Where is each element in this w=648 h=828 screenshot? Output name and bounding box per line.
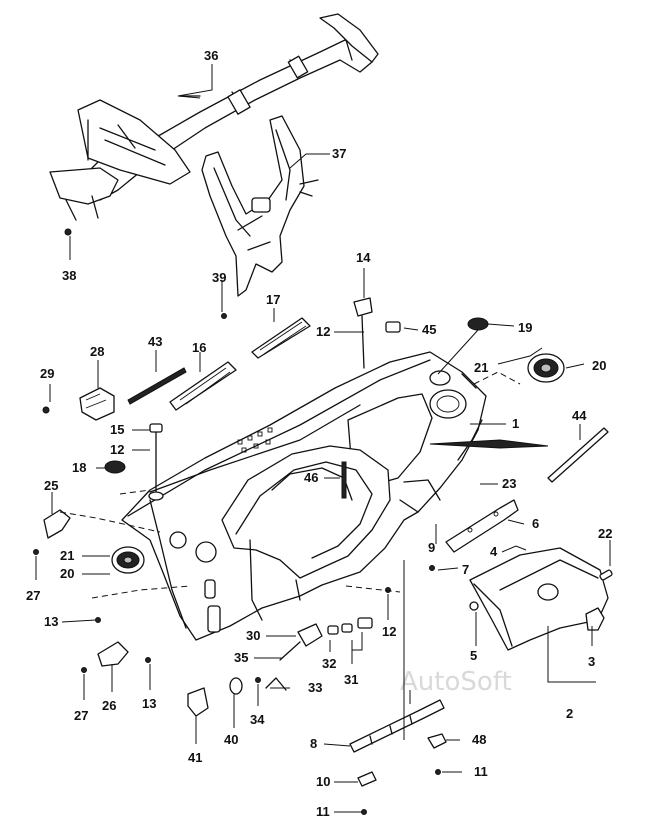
- callout-35: 35: [234, 650, 248, 665]
- callout-25: 25: [44, 478, 58, 493]
- callout-6: 6: [532, 516, 539, 531]
- part-45-clip: [385, 321, 401, 333]
- callout-21-right: 21: [474, 360, 488, 375]
- part-18-cap: [104, 460, 126, 474]
- callout-29: 29: [40, 366, 54, 381]
- callout-12-bottom: 12: [382, 624, 396, 639]
- part-5-bumper: [469, 601, 479, 611]
- leader-lines: [35, 64, 611, 813]
- callout-27-top: 27: [26, 588, 40, 603]
- callout-30: 30: [246, 628, 260, 643]
- part-44-trim-strip: [547, 427, 609, 483]
- callout-37: 37: [332, 146, 346, 161]
- part-43-strip: [127, 367, 187, 405]
- callout-10: 10: [316, 774, 330, 789]
- callout-9: 9: [428, 540, 435, 555]
- callout-17: 17: [266, 292, 280, 307]
- part-2-glove-box: [469, 547, 609, 651]
- callout-31: 31: [344, 672, 358, 687]
- callout-28: 28: [90, 344, 104, 359]
- part-19-cap: [467, 317, 489, 331]
- callout-labels: 36 37 38 39 14 17 12 45 19 43 16 28 29 2…: [26, 48, 612, 819]
- callout-21-left: 21: [60, 548, 74, 563]
- part-41-cover: [187, 687, 209, 717]
- part-16-side-vent: [169, 361, 237, 411]
- callout-20-left: 20: [60, 566, 74, 581]
- callout-39: 39: [212, 270, 226, 285]
- part-30-switch-group: [265, 617, 373, 691]
- callout-38: 38: [62, 268, 76, 283]
- fasteners: [33, 228, 441, 815]
- callout-15: 15: [110, 422, 124, 437]
- part-10-clip: [357, 771, 377, 787]
- callout-33: 33: [308, 680, 322, 695]
- part-8-lower-rail: [349, 699, 445, 753]
- callout-43: 43: [148, 334, 162, 349]
- callout-44: 44: [572, 408, 587, 423]
- part-22-clip: [599, 569, 613, 581]
- dashed-lines: [59, 371, 521, 599]
- callout-23: 23: [502, 476, 516, 491]
- callout-16: 16: [192, 340, 206, 355]
- part-25-bracket: [43, 509, 71, 539]
- callout-34: 34: [250, 712, 265, 727]
- callout-20-right: 20: [592, 358, 606, 373]
- callout-41: 41: [188, 750, 202, 765]
- part-26-bracket: [97, 641, 129, 667]
- part-20-speaker-left: [111, 546, 145, 574]
- callout-13-bottom: 13: [142, 696, 156, 711]
- callout-13-top: 13: [44, 614, 58, 629]
- part-46-rod: [341, 461, 347, 499]
- callout-5: 5: [470, 648, 477, 663]
- part-1-instrument-panel: [121, 351, 487, 641]
- callout-4: 4: [490, 544, 498, 559]
- callout-26: 26: [102, 698, 116, 713]
- part-17-center-vent: [251, 317, 311, 359]
- callout-12-left: 12: [110, 442, 124, 457]
- part-6-bracket: [445, 499, 519, 553]
- callout-3: 3: [588, 654, 595, 669]
- callout-1: 1: [512, 416, 519, 431]
- part-48-clip: [427, 733, 447, 749]
- part-28-hinge: [79, 387, 115, 421]
- part-36-cross-car-beam: [49, 13, 379, 221]
- callout-27-bottom: 27: [74, 708, 88, 723]
- callout-12-top: 12: [316, 324, 330, 339]
- callout-32: 32: [322, 656, 336, 671]
- defroster-strip: [429, 439, 549, 449]
- callout-46: 46: [304, 470, 318, 485]
- callout-22: 22: [598, 526, 612, 541]
- part-37-center-bracket: [201, 115, 319, 297]
- part-15-bolt: [148, 423, 164, 501]
- part-40-cap: [229, 677, 243, 695]
- part-14-sensor: [353, 297, 373, 369]
- callout-45: 45: [422, 322, 436, 337]
- callout-19: 19: [518, 320, 532, 335]
- callout-36: 36: [204, 48, 218, 63]
- callout-11-bottom: 11: [316, 804, 330, 819]
- part-20-speaker-right: [527, 353, 565, 383]
- callout-2: 2: [566, 706, 573, 721]
- callout-18: 18: [72, 460, 86, 475]
- callout-8: 8: [310, 736, 317, 751]
- callout-48: 48: [472, 732, 486, 747]
- callout-11-right: 11: [474, 764, 488, 779]
- vent-grid: [237, 427, 273, 453]
- watermark: AutoSoft: [400, 667, 512, 697]
- callout-40: 40: [224, 732, 238, 747]
- callout-7: 7: [462, 562, 469, 577]
- callout-14: 14: [356, 250, 371, 265]
